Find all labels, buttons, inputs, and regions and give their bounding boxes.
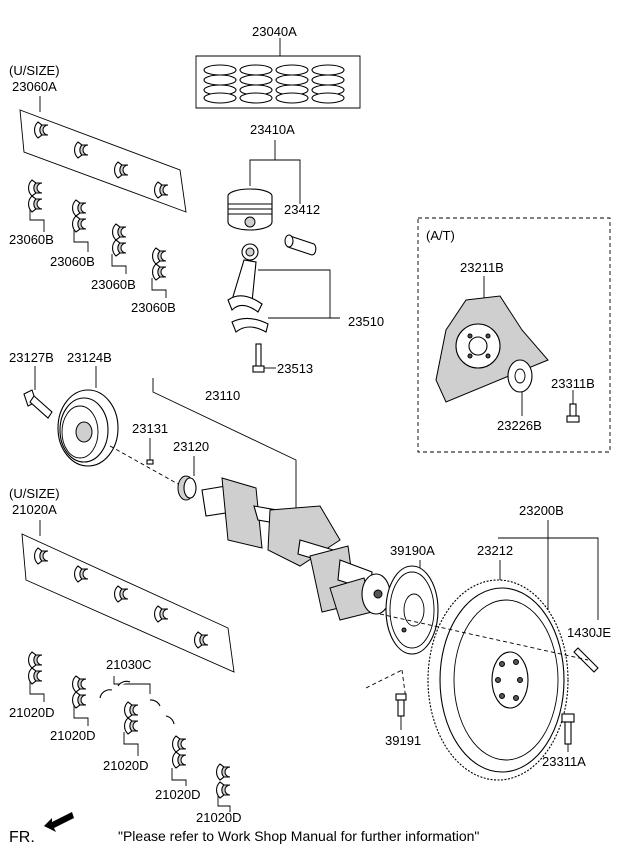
- label-23127B: 23127B: [9, 350, 54, 365]
- crankshaft-23110[interactable]: [201, 477, 391, 621]
- label-21020D-5: 21020D: [196, 810, 242, 825]
- label-39190A: 39190A: [390, 543, 435, 558]
- label-23040A: 23040A: [252, 24, 297, 39]
- label-23060B-4: 23060B: [131, 300, 176, 315]
- label-23510: 23510: [348, 314, 384, 329]
- bearing-shell-21020D-2[interactable]: [71, 675, 89, 726]
- footer-note: "Please refer to Work Shop Manual for fu…: [118, 828, 479, 844]
- label-23120: 23120: [173, 439, 209, 454]
- bearing-shell-23060B-2[interactable]: [71, 199, 89, 252]
- label-23311A: 23311A: [542, 754, 586, 769]
- bearing-shell-21020D-5[interactable]: [215, 763, 231, 812]
- label-21030C: 21030C: [106, 657, 152, 672]
- piston-pin-23412[interactable]: [284, 234, 317, 256]
- woodruff-key-23131[interactable]: [146, 459, 154, 465]
- label-23060B-3: 23060B: [91, 277, 136, 292]
- label-23060B-1: 23060B: [9, 232, 54, 247]
- bearing-shell-23060B-3[interactable]: [111, 223, 127, 274]
- label-39191: 39191: [385, 733, 421, 748]
- crankshaft-pulley-23124B[interactable]: [57, 366, 119, 467]
- front-indicator-label: FR.: [9, 829, 35, 846]
- leader-23110: [152, 378, 297, 510]
- label-21020A: 21020A: [12, 502, 57, 517]
- rod-bolt-23513[interactable]: [252, 343, 276, 373]
- label-23226B: 23226B: [497, 418, 542, 433]
- label-23513: 23513: [277, 361, 313, 376]
- label-23131: 23131: [132, 421, 168, 436]
- label-23200B: 23200B: [519, 503, 564, 518]
- label-23410A: 23410A: [250, 122, 295, 137]
- label-21020D-4: 21020D: [155, 787, 201, 802]
- bearing-shell-21020D-3[interactable]: [123, 701, 139, 756]
- bearing-shell-21020D-4[interactable]: [171, 735, 187, 786]
- pulley-bolt-23127B[interactable]: [23, 366, 53, 419]
- drive-plate-23211B[interactable]: [435, 276, 549, 403]
- label-23211B: 23211B: [460, 260, 504, 275]
- label-23110: 23110: [205, 388, 240, 403]
- label-23060B-2: 23060B: [50, 254, 95, 269]
- connecting-rod-23510[interactable]: [227, 243, 340, 333]
- adapter-plate-23226B[interactable]: [507, 359, 533, 416]
- flywheel-23200B[interactable]: [427, 579, 569, 781]
- label-usize-bottom: (U/SIZE): [9, 486, 60, 501]
- label-23311B: 23311B: [551, 376, 595, 391]
- thrust-washer-21030C[interactable]: [99, 676, 175, 725]
- label-23124B: 23124B: [67, 350, 112, 365]
- label-21020D-1: 21020D: [9, 705, 55, 720]
- front-arrow-icon: [44, 812, 74, 832]
- bearing-shell-21020D-1[interactable]: [27, 651, 45, 702]
- flywheel-bolt-23311A[interactable]: [561, 713, 575, 752]
- label-21020D-3: 21020D: [103, 758, 149, 773]
- main-bearing-set-23060A[interactable]: [0, 0, 187, 213]
- piston-23410A[interactable]: [227, 140, 301, 231]
- main-bearing-set-21020A[interactable]: [21, 520, 235, 673]
- at-group-box: [417, 217, 611, 453]
- bearing-shell-23060B-1[interactable]: [27, 179, 45, 232]
- sensor-ring-39190A[interactable]: [385, 565, 439, 655]
- label-21020D-2: 21020D: [50, 728, 96, 743]
- bolt-23311B[interactable]: [566, 390, 580, 423]
- bearing-shell-23060B-4[interactable]: [151, 247, 167, 298]
- label-usize-top: (U/SIZE): [9, 63, 60, 78]
- piston-ring-set-23040A[interactable]: [195, 38, 361, 109]
- label-23212: 23212: [477, 543, 513, 558]
- label-23412: 23412: [284, 202, 320, 217]
- label-1430JE: 1430JE: [567, 625, 611, 640]
- label-23060A: 23060A: [12, 79, 57, 94]
- bolt-39191[interactable]: [395, 693, 407, 730]
- label-at: (A/T): [426, 228, 455, 243]
- timing-sprocket-23120[interactable]: [177, 475, 197, 501]
